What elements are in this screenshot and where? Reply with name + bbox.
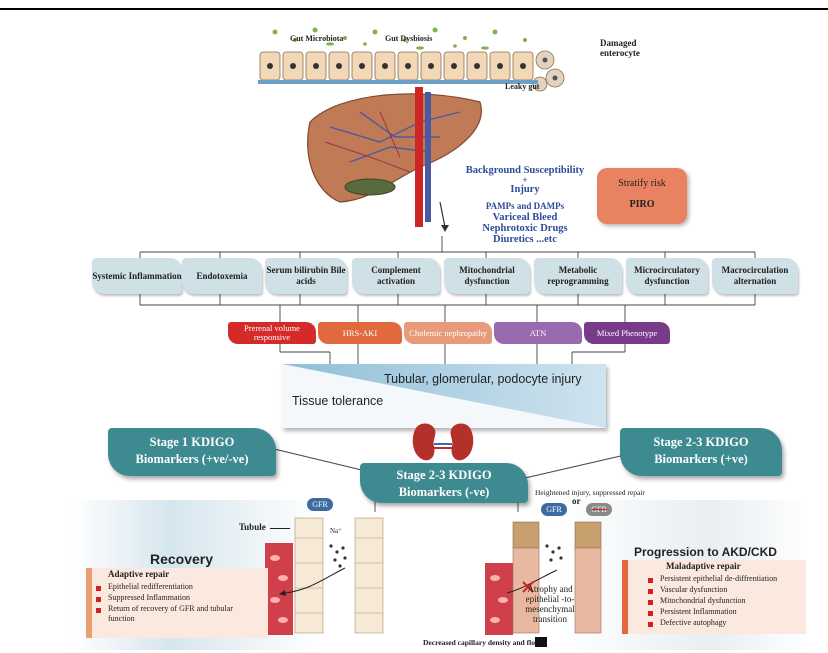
recovery-title: Recovery <box>150 551 214 567</box>
stratify-risk-box: Stratify risk PIRO <box>597 168 687 224</box>
gfr-badge-crossed: GFR <box>586 503 612 516</box>
stage23-neg-title: Stage 2-3 KDIGO <box>396 468 492 482</box>
gut-illustration <box>258 27 565 92</box>
stage23-neg-biomarkers: Biomarkers (-ve) <box>398 485 490 499</box>
stage1-title: Stage 1 KDIGO <box>149 435 235 449</box>
heightened-injury-label: Heightened injury, suppressed repair <box>535 488 645 497</box>
recovery-bullet-3 <box>96 608 101 613</box>
piro-label: PIRO <box>629 199 655 210</box>
stage1-biomarkers: Biomarkers (+ve/-ve) <box>135 452 249 466</box>
diuretics-label: Diuretics ...etc <box>493 234 557 245</box>
atrophy-line3: mesenchymal <box>525 604 575 614</box>
progression-bullet-2 <box>648 589 653 594</box>
progression-bullet-5 <box>648 622 653 627</box>
recovery-item-1: Epithelial redifferentiation <box>108 582 193 591</box>
atrophy-text: Atrophy and epithelial -to- mesenchymal … <box>515 584 585 624</box>
tubule-left-illustration <box>265 517 384 635</box>
phenotype-hrs-aki: HRS-AKI <box>318 322 402 344</box>
tubule-label: Tubule <box>239 522 266 532</box>
progression-item-3: Mitochondrial dysfunction <box>660 596 746 605</box>
liver-illustration <box>307 87 482 232</box>
progression-panel: Maladaptive repair Persistent epithelial… <box>622 560 806 634</box>
recovery-subtitle: Adaptive repair <box>108 569 170 579</box>
nephrotoxic-label: Nephrotoxic Drugs <box>482 223 568 234</box>
gut-dysbiosis-label: Gut Dysbiosis <box>385 34 433 43</box>
background-susceptibility: Background Susceptibility <box>465 165 585 176</box>
mechanism-serum-bilirubin: Serum bilirubin Bile acids <box>265 258 347 294</box>
leaky-gut-label: Leaky gut <box>505 82 540 91</box>
tolerance-bottom-label: Tissue tolerance <box>292 394 384 408</box>
stratify-risk-label: Stratify risk <box>618 178 666 189</box>
stage23-pos-title: Stage 2-3 KDIGO <box>653 435 749 449</box>
injury-label: Injury <box>510 184 540 195</box>
tolerance-gradient <box>282 364 606 428</box>
recovery-bullet-1 <box>96 586 101 591</box>
mechanism-complement-activation: Complement activation <box>352 258 440 294</box>
progression-subtitle: Maladaptive repair <box>666 561 741 571</box>
stage23-neg-box: Stage 2-3 KDIGO Biomarkers (-ve) <box>360 463 528 503</box>
progression-bullet-4 <box>648 611 653 616</box>
mechanism-systemic-inflammation: Systemic Inflammation <box>92 258 182 294</box>
stage1-box: Stage 1 KDIGO Biomarkers (+ve/-ve) <box>108 428 276 476</box>
atrophy-line4: transition <box>533 614 567 624</box>
injury-text-block: Background Susceptibility + Injury PAMPs… <box>455 165 595 245</box>
decreased-capillary-caption: Decreased capillary density and flow <box>423 638 541 647</box>
damaged-enterocyte-label: Damaged enterocyte <box>600 38 640 58</box>
stage23-pos-box: Stage 2-3 KDIGO Biomarkers (+ve) <box>620 428 782 476</box>
phenotype-atn: ATN <box>494 322 582 344</box>
recovery-panel: Adaptive repair Epithelial redifferentia… <box>86 568 268 638</box>
mechanism-microcirculatory-dysfunction: Microcirculatory dysfunction <box>626 258 708 294</box>
atrophy-line1: Atrophy and <box>527 584 573 594</box>
phenotype-mixed: Mixed Phenotype <box>584 322 670 344</box>
gfr-badge-right: GFR <box>541 503 567 516</box>
plus-sign: + <box>522 175 528 185</box>
progression-item-5: Defective autophagy <box>660 618 727 627</box>
progression-item-4: Persistent Inflammation <box>660 607 737 616</box>
tubule-arrow <box>270 528 290 529</box>
or-label: or <box>572 496 581 506</box>
caption-block <box>535 637 547 647</box>
top-rule <box>0 8 828 10</box>
recovery-item-3: Return of recovery of GFR and tubular fu… <box>108 604 233 623</box>
stage23-pos-biomarkers: Biomarkers (+ve) <box>654 452 748 466</box>
kidney-icon <box>412 423 474 461</box>
variceal-label: Variceal Bleed <box>492 212 558 223</box>
mechanism-macrocirculation-alternation: Macrocirculation alternation <box>712 258 798 294</box>
atrophy-line2: epithelial -to- <box>525 594 575 604</box>
tubule-right-illustration <box>485 521 602 635</box>
progression-bullet-3 <box>648 600 653 605</box>
progression-item-1: Persistent epithelial de-diffrentiation <box>660 574 778 583</box>
progression-item-2: Vascular dysfunction <box>660 585 728 594</box>
tolerance-top-label: Tubular, glomerular, podocyte injury <box>384 372 582 386</box>
mechanism-mitochondrial-dysfunction: Mitochondrial dysfunction <box>444 258 530 294</box>
recovery-bullet-2 <box>96 597 101 602</box>
mechanism-metabolic-reprogramming: Metabolic reprogramming <box>534 258 622 294</box>
progression-bullet-1 <box>648 578 653 583</box>
gfr-badge-left: GFR <box>307 498 333 511</box>
progression-title: Progression to AKD/CKD <box>634 545 777 559</box>
recovery-item-2: Suppressed Inflammation <box>108 593 190 602</box>
tolerance-box: Tubular, glomerular, podocyte injury Tis… <box>282 364 606 428</box>
mechanism-endotoxemia: Endotoxemia <box>182 258 262 294</box>
pamps-label: PAMPs and DAMPs <box>485 201 565 211</box>
na-label: Na⁺ <box>330 527 342 535</box>
phenotype-prerenal: Prerenal volume responsive <box>228 322 316 344</box>
phenotype-cholemic-nephropathy: Cholemic nephropathy <box>404 322 492 344</box>
gut-microbiota-label: Gut Microbiota <box>290 34 344 43</box>
